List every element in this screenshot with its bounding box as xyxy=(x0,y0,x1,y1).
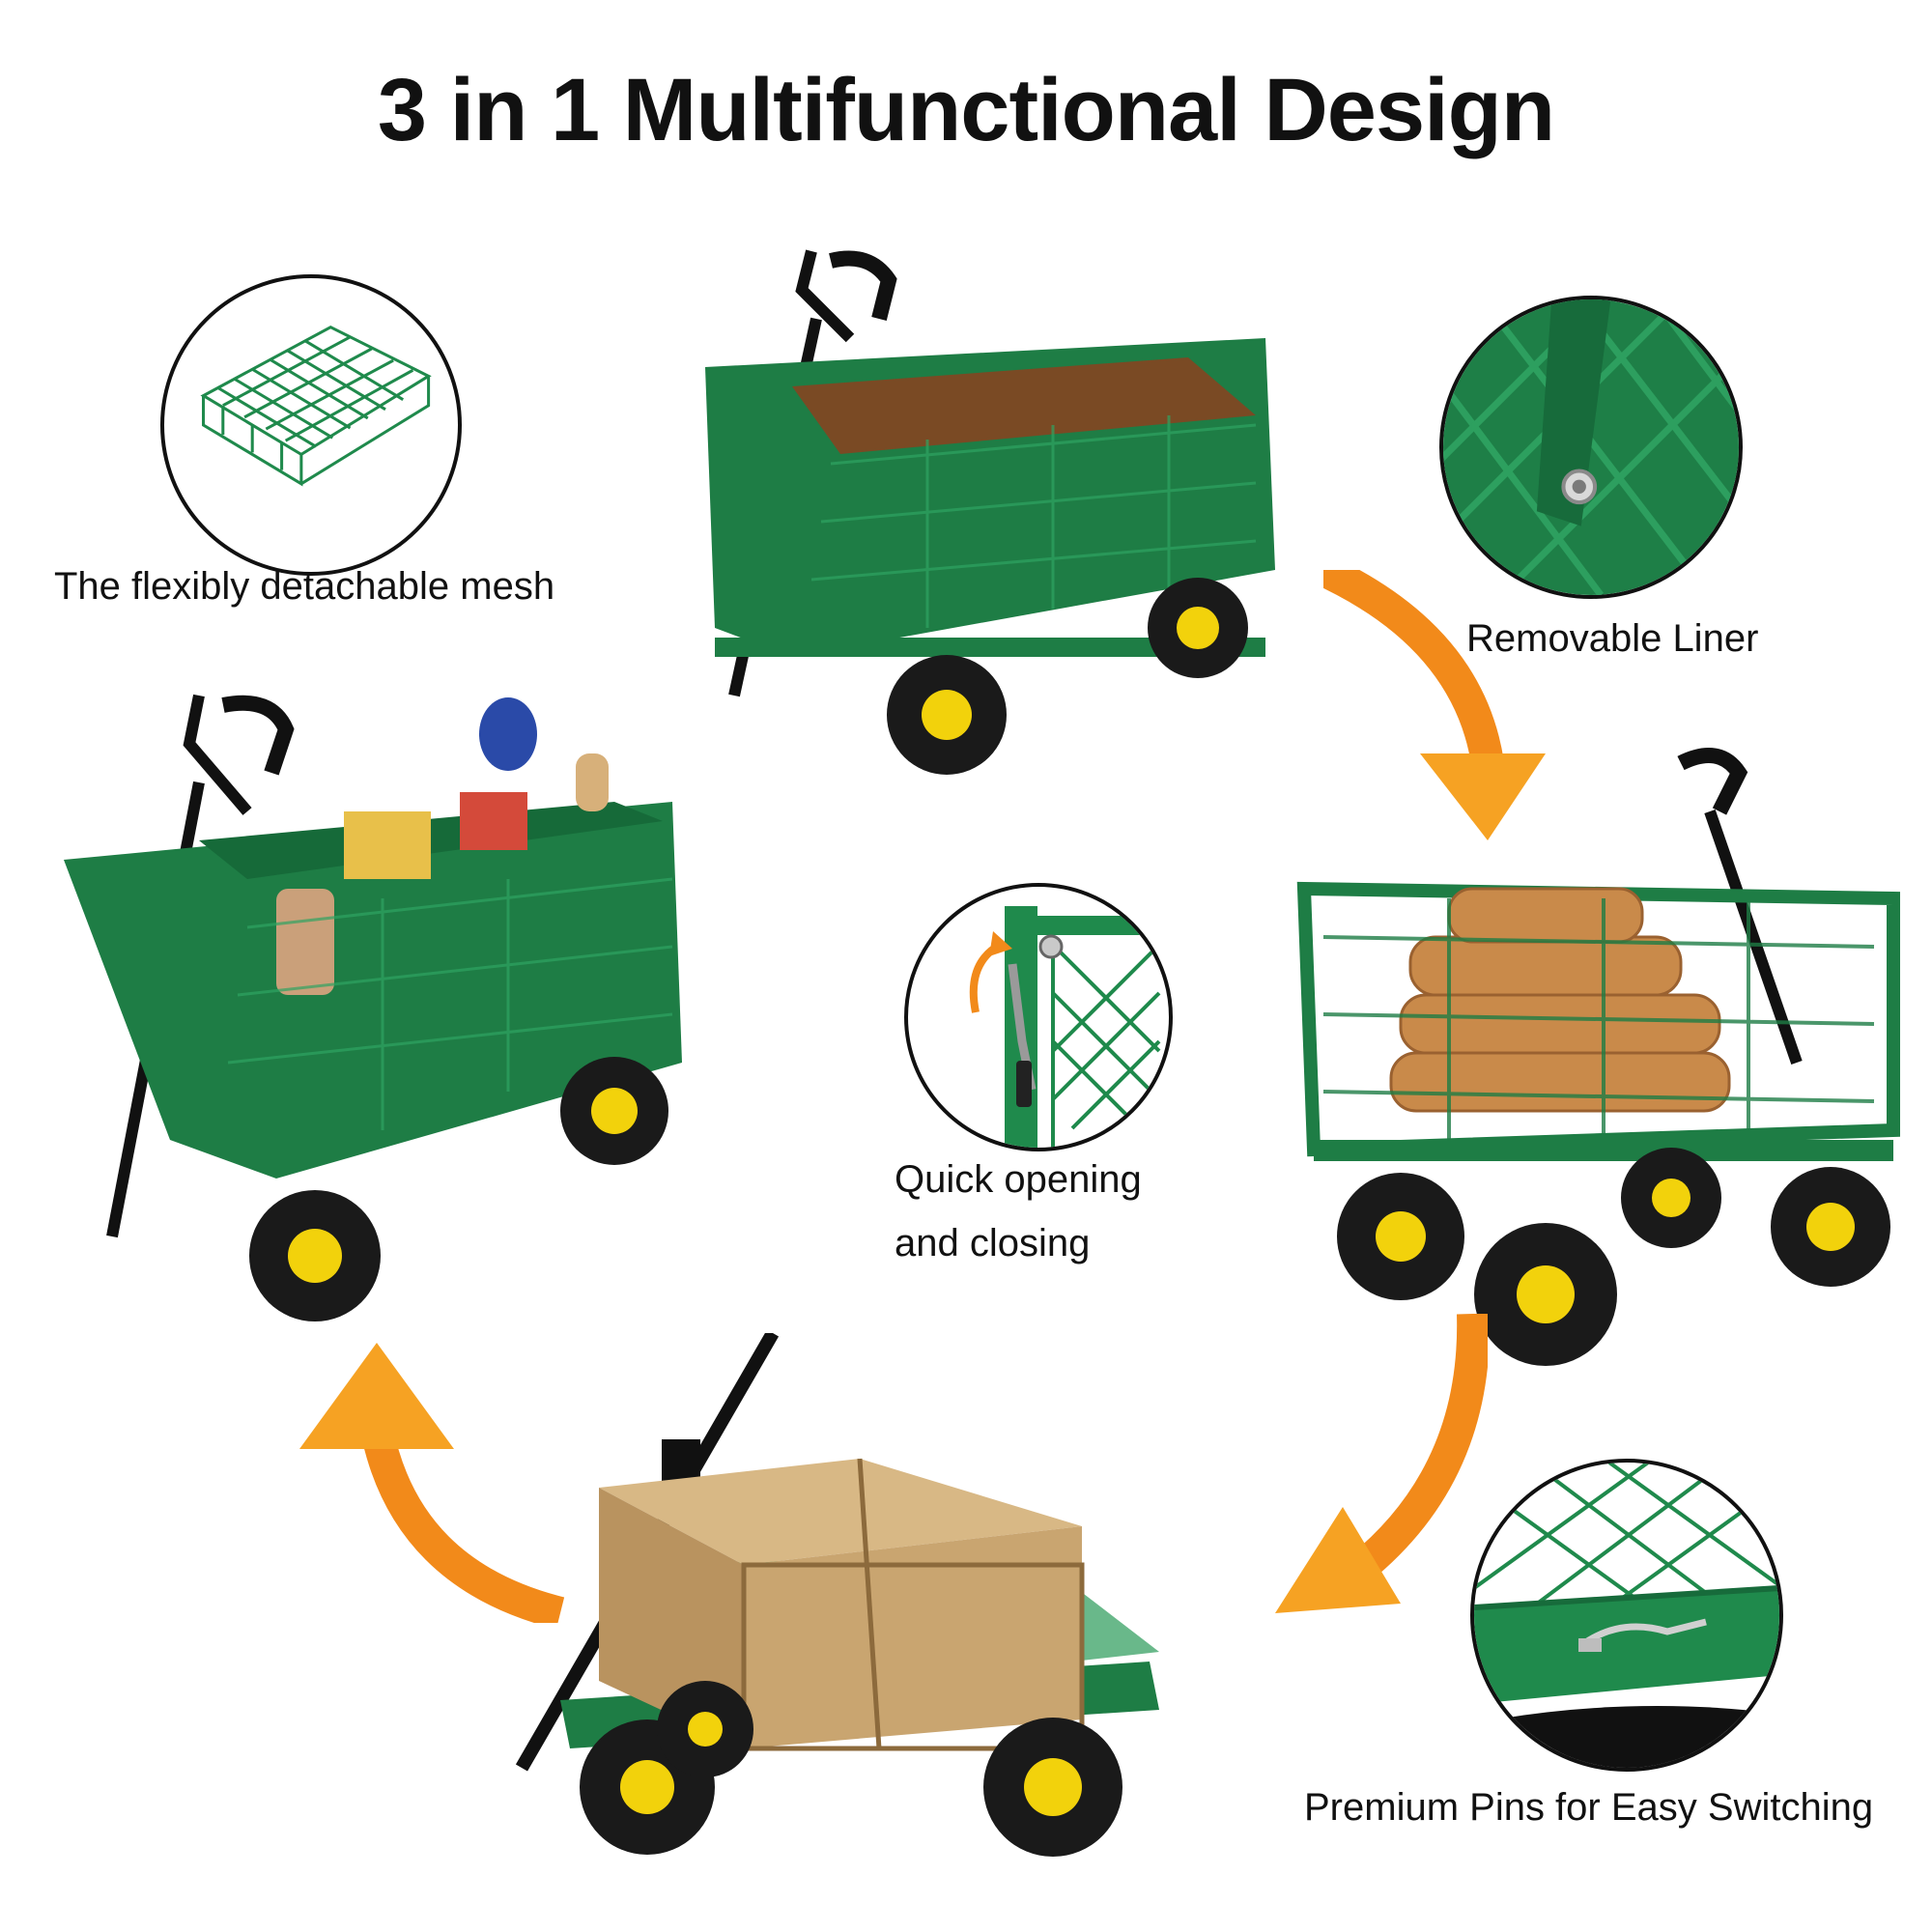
latch-illustration xyxy=(969,906,1169,1148)
cart-tools-wheels xyxy=(249,1057,668,1321)
cart-with-soil-photo xyxy=(676,232,1294,782)
mesh-caption: The flexibly detachable mesh xyxy=(54,565,555,608)
page-title: 3 in 1 Multifunctional Design xyxy=(377,61,1555,159)
arrow-bottom-left xyxy=(290,1343,570,1623)
quick-latch-detail-circle xyxy=(904,883,1173,1151)
cart-soil-wheels xyxy=(887,578,1248,775)
quick-caption-line2: and closing xyxy=(895,1222,1091,1264)
quick-caption-line1: Quick opening xyxy=(895,1158,1142,1201)
mesh-panel-illustration xyxy=(200,325,432,487)
arrow-bottom-right xyxy=(1275,1314,1488,1633)
pins-detail-circle xyxy=(1470,1459,1783,1772)
cart-firewood-illustration xyxy=(1296,748,1900,1366)
mesh-detail-circle xyxy=(160,274,462,576)
orange-curved-arrow-icon xyxy=(1275,1314,1488,1613)
cart-with-box-photo xyxy=(493,1333,1169,1874)
cart-box-wheels xyxy=(580,1681,1122,1857)
cart-soil-illustration xyxy=(705,249,1275,775)
cart-box-illustration xyxy=(515,1333,1159,1857)
liner-detail-circle xyxy=(1439,296,1743,599)
pins-caption: Premium Pins for Easy Switching xyxy=(1304,1786,1874,1829)
cart-with-garden-tools-photo xyxy=(54,676,711,1333)
cart-firewood-wheels xyxy=(1337,1148,1890,1366)
cart-with-firewood-photo xyxy=(1294,744,1913,1381)
orange-curved-arrow-icon xyxy=(1323,570,1546,840)
liner-grommet-illustration xyxy=(1443,299,1739,595)
arrow-top-right xyxy=(1323,570,1546,850)
orange-curved-arrow-icon xyxy=(299,1343,565,1623)
liner-caption: Removable Liner xyxy=(1466,617,1759,660)
pin-illustration xyxy=(1474,1463,1779,1768)
cart-tools-illustration xyxy=(64,694,682,1321)
